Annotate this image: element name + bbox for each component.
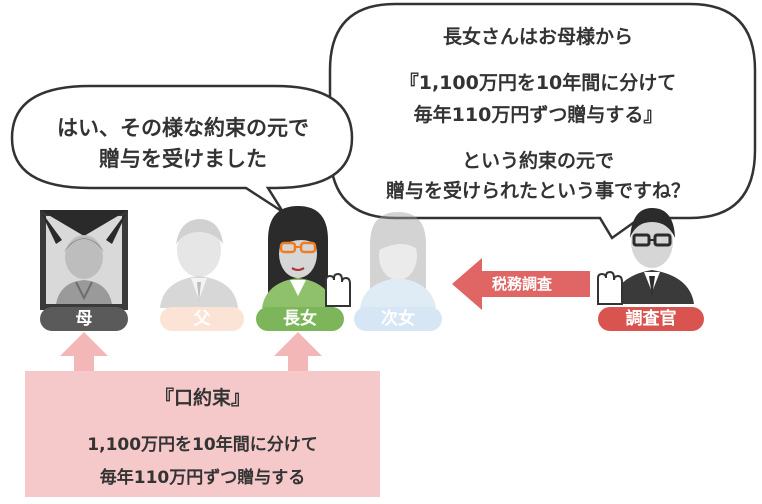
verbal-promise-line-2: 毎年110万円ずつ贈与する bbox=[99, 468, 306, 488]
verbal-promise-line-1: 1,100万円を10年間に分けて bbox=[87, 435, 318, 455]
up-arrow-to-eldest-daughter bbox=[274, 332, 322, 371]
verbal-promise-box bbox=[25, 371, 380, 497]
label-eldest-daughter: 長女 bbox=[256, 307, 344, 331]
mother-portrait bbox=[40, 210, 128, 310]
investigator-line-4: という約束の元で bbox=[461, 150, 614, 172]
tax-investigation-label: 税務調査 bbox=[491, 275, 552, 293]
up-arrow-to-mother bbox=[60, 332, 108, 371]
investigator-line-1: 長女さんはお母様から bbox=[442, 26, 633, 48]
daughter-line-2: 贈与を受けました bbox=[99, 147, 267, 171]
father-figure bbox=[160, 219, 238, 308]
daughter-line-1: はい、その様な約束の元で bbox=[57, 116, 309, 140]
investigator-speech-bubble bbox=[328, 2, 757, 240]
second-daughter-figure bbox=[360, 212, 436, 308]
investigator-line-3: 毎年110万円ずつ贈与する』 bbox=[413, 104, 663, 126]
investigator-figure bbox=[597, 208, 694, 305]
investigator-line-2: 『1,100万円を10年間に分けて bbox=[399, 72, 677, 94]
label-investigator: 調査官 bbox=[598, 307, 704, 331]
verbal-promise-title: 『口約束』 bbox=[154, 387, 250, 409]
eldest-daughter-speech-bubble bbox=[10, 84, 354, 214]
label-father: 父 bbox=[160, 307, 244, 331]
eldest-daughter-figure bbox=[262, 206, 351, 308]
tax-investigation-arrow bbox=[452, 258, 590, 310]
label-mother: 母 bbox=[40, 307, 128, 331]
label-second-daughter: 次女 bbox=[354, 307, 442, 331]
investigator-line-5: 贈与を受けられたという事ですね？ bbox=[385, 180, 690, 202]
